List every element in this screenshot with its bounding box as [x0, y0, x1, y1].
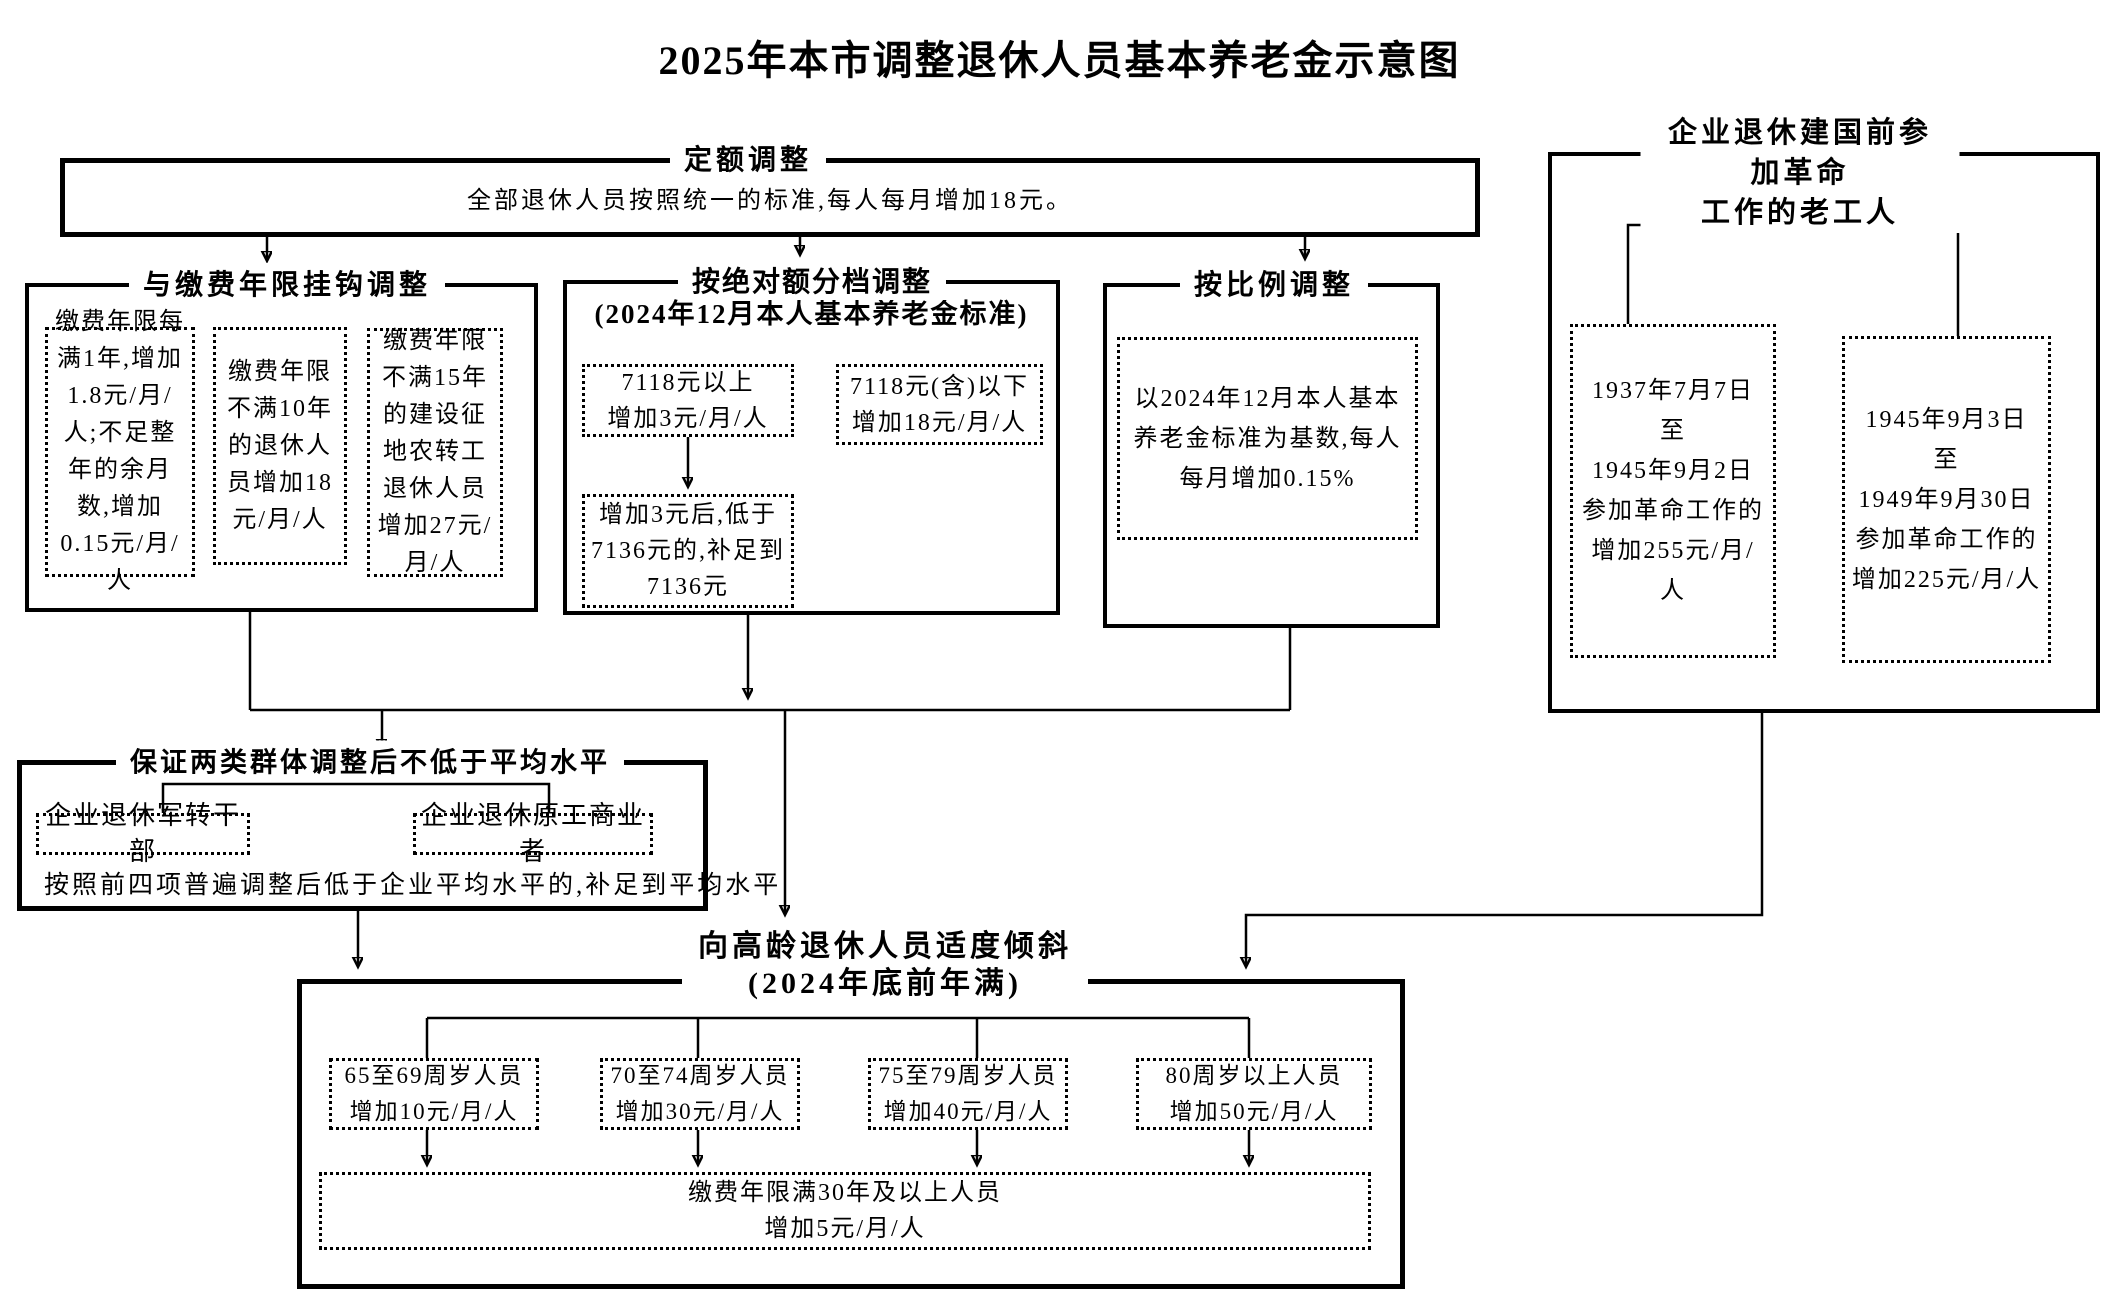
item-veterans-1937: 1937年7月7日 至 1945年9月2日 参加革命工作的 增加255元/月/人	[1570, 324, 1776, 658]
item-age-80-plus: 80周岁以上人员 增加50元/月/人	[1136, 1058, 1372, 1130]
item-30-years-service: 缴费年限满30年及以上人员 增加5元/月/人	[319, 1172, 1371, 1250]
guarantee-note: 按照前四项普遍调整后低于企业平均水平的,补足到平均水平	[44, 872, 782, 899]
item-age-65-69: 65至69周岁人员 增加10元/月/人	[329, 1058, 539, 1130]
absolute-tier-title: 按绝对额分档调整	[677, 260, 947, 300]
item-below-7118: 7118元(含)以下 增加18元/月/人	[836, 364, 1043, 445]
item-former-business: 企业退休原工商业者	[413, 801, 653, 866]
item-age-70-74: 70至74周岁人员 增加30元/月/人	[600, 1058, 800, 1130]
item-army-cadres: 企业退休军转干部	[36, 801, 250, 866]
guarantee-title: 保证两类群体调整后不低于平均水平	[116, 740, 624, 780]
item-age-75-79: 75至79周岁人员 增加40元/月/人	[868, 1058, 1068, 1130]
fixed-adjustment-body: 全部退休人员按照统一的标准,每人每月增加18元。	[467, 188, 1073, 214]
item-above-7118: 7118元以上 增加3元/月/人	[582, 364, 794, 437]
item-under-15-years: 缴费年限不满15年的建设征地农转工退休人员 增加27元/月/人	[367, 328, 503, 577]
fixed-adjustment-title: 定额调整	[669, 138, 827, 178]
page-title: 2025年本市调整退休人员基本养老金示意图	[658, 38, 1461, 83]
item-topup-7136: 增加3元后,低于 7136元的,补足到 7136元	[582, 494, 794, 608]
elderly-title: 向高龄退休人员适度倾斜 (2024年底前年满)	[682, 928, 1088, 1002]
veterans-title: 企业退休建国前参加革命 工作的老工人	[1640, 113, 1960, 233]
years-linked-title: 与缴费年限挂钩调整	[128, 263, 446, 303]
item-veterans-1945: 1945年9月3日 至 1949年9月30日 参加革命工作的 增加225元/月/…	[1842, 336, 2051, 663]
absolute-tier-subtitle: (2024年12月本人基本养老金标准)	[594, 299, 1029, 329]
proportional-title: 按比例调整	[1179, 263, 1369, 303]
arrow-veterans-to-elderly	[1246, 713, 1764, 966]
item-proportional-rule: 以2024年12月本人基本养老金标准为基数,每人每月增加0.15%	[1117, 337, 1418, 540]
item-under-10-years: 缴费年限不满10年的退休人员增加18元/月/人	[213, 327, 347, 565]
item-per-year: 缴费年限每满1年,增加1.8元/月/人;不足整年的余月数,增加0.15元/月/人	[45, 309, 195, 594]
